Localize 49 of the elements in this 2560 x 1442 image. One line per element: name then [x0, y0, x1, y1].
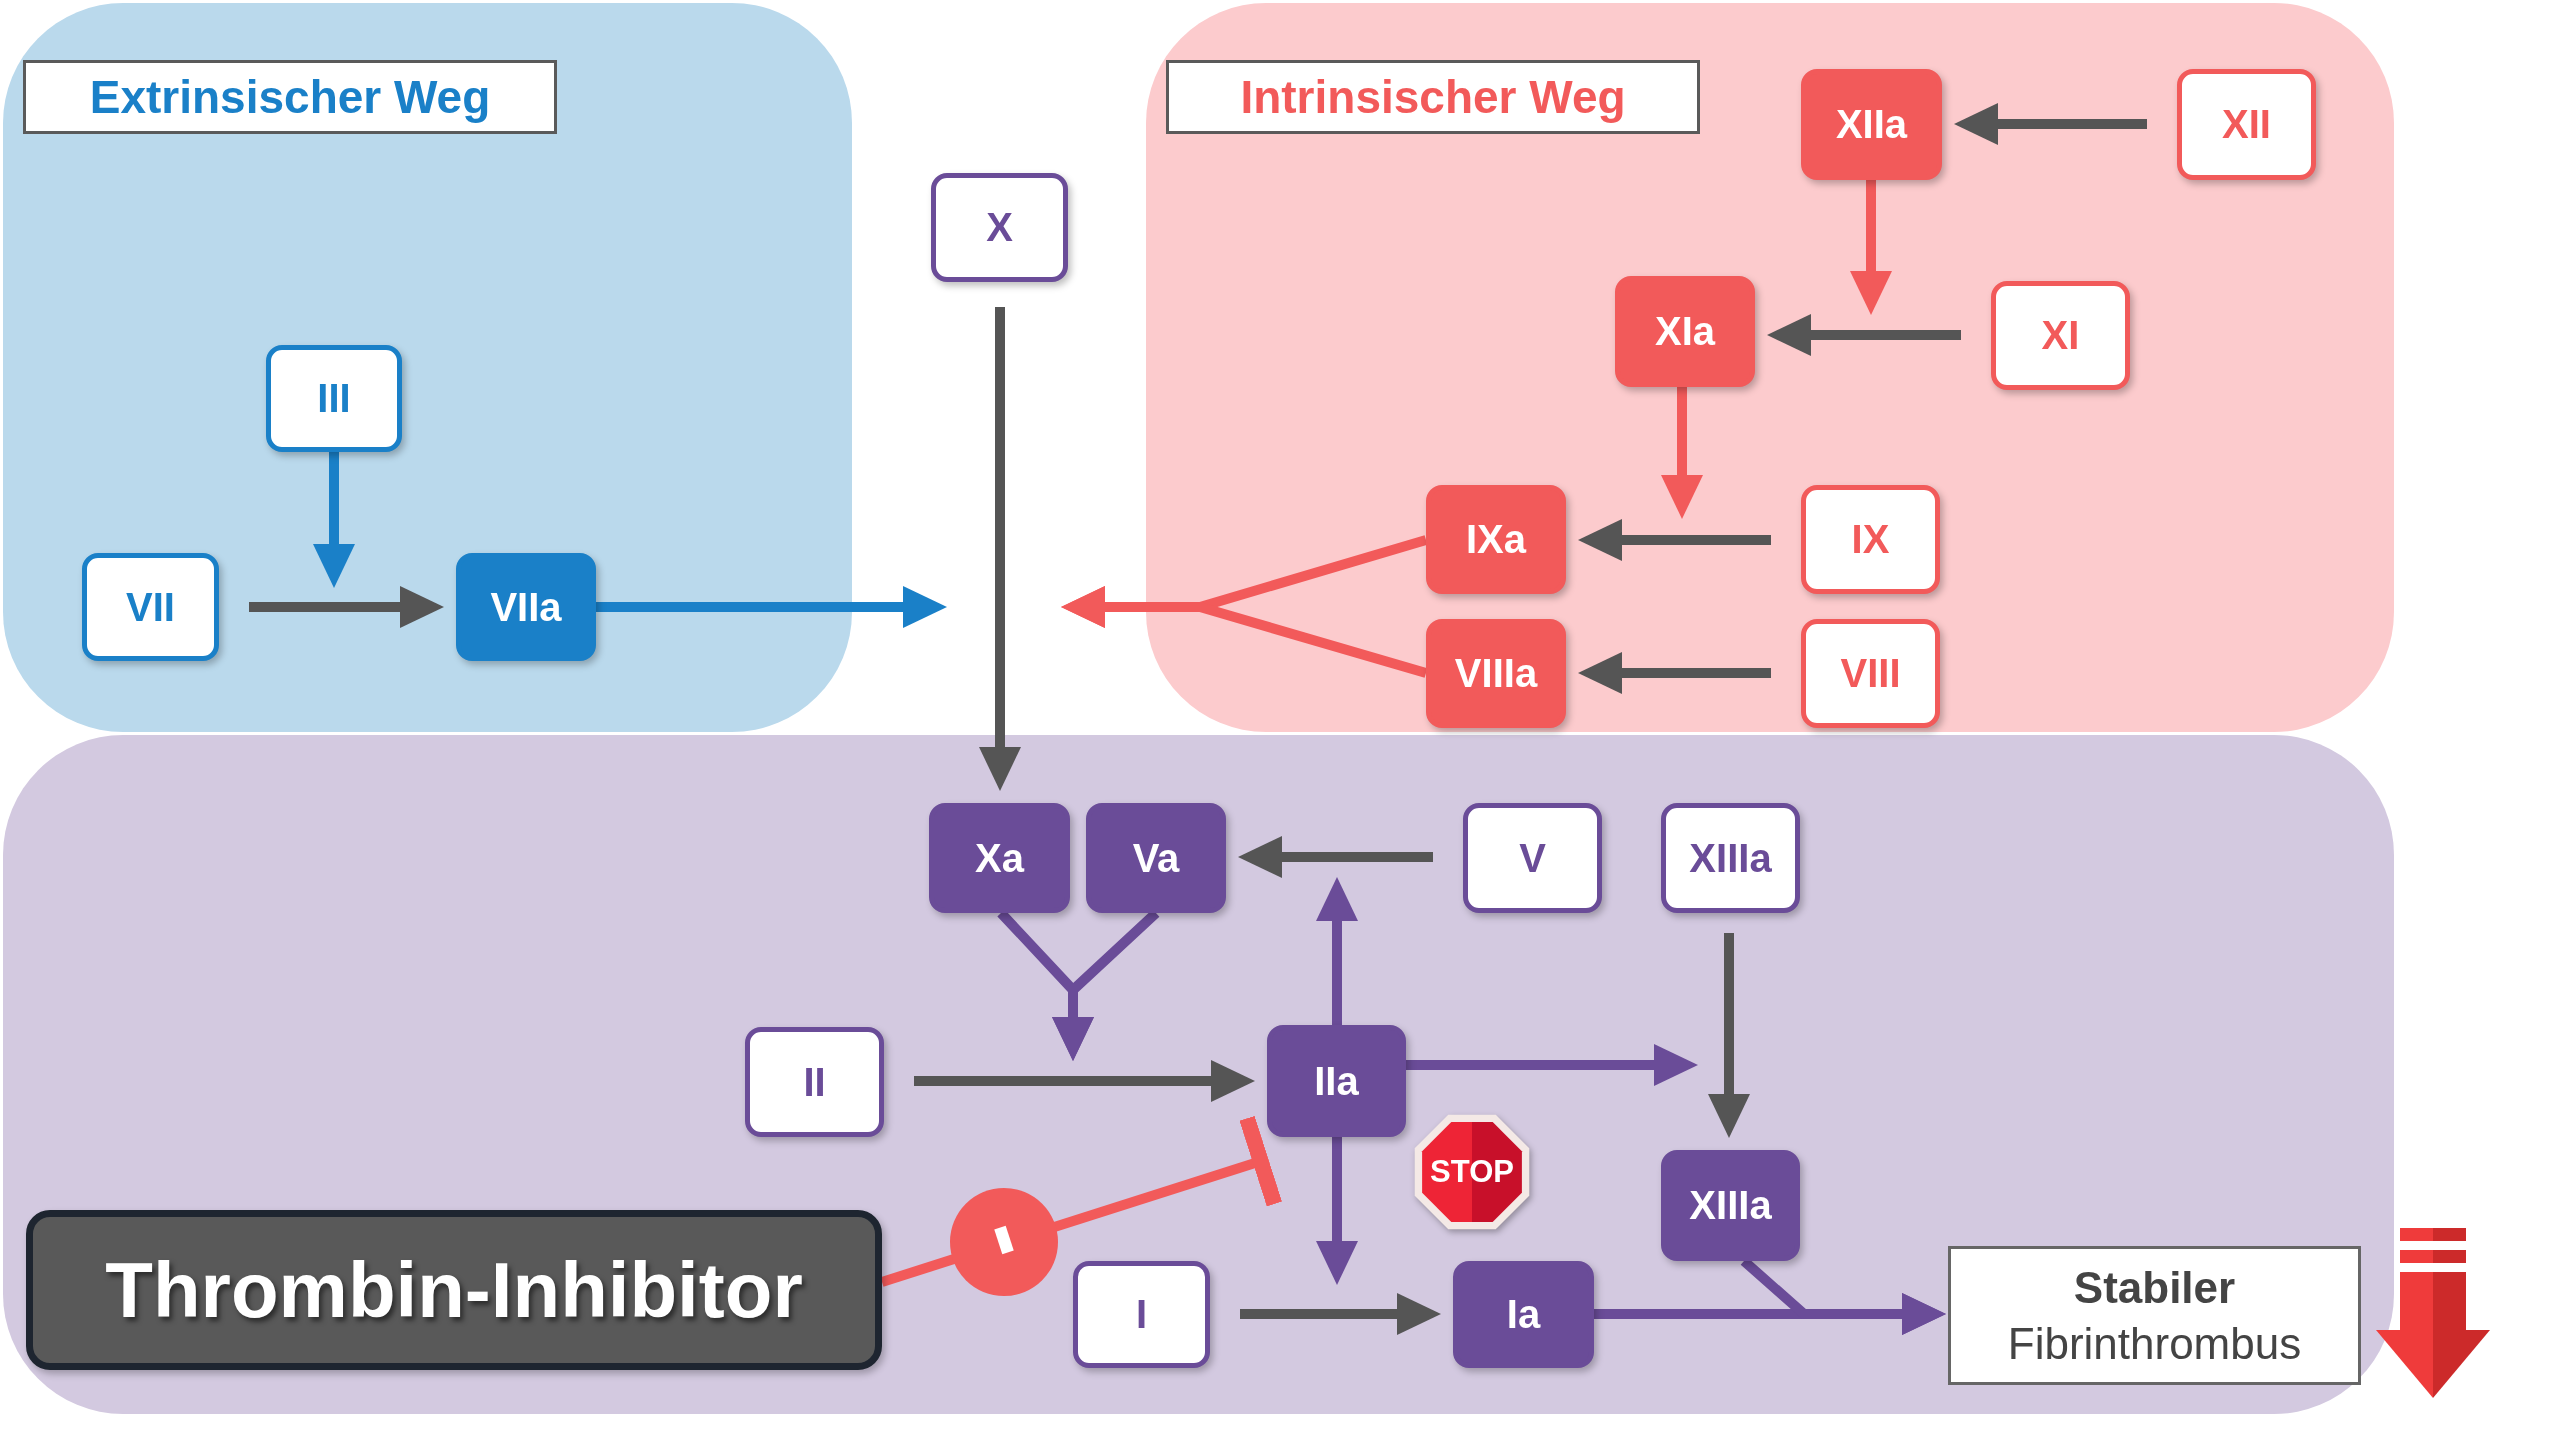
arrow	[979, 307, 1021, 791]
arrow	[596, 586, 947, 628]
drug-box: Thrombin-Inhibitor	[26, 1210, 882, 1370]
factor-box: XIIIa	[1661, 803, 1800, 913]
arrow	[1661, 387, 1703, 519]
factor-box: Ia	[1453, 1261, 1594, 1368]
factor-box: XIa	[1615, 276, 1755, 387]
pathway-panel	[1146, 3, 2394, 732]
arrow	[313, 452, 355, 588]
arrow	[249, 586, 444, 628]
factor-box: VIIa	[456, 553, 596, 661]
arrow	[1316, 877, 1358, 1025]
result-title: Stabiler	[2073, 1261, 2236, 1314]
factor-box: XI	[1991, 281, 2130, 390]
factor-box: V	[1463, 803, 1602, 913]
factor-box: XIIa	[1801, 69, 1942, 180]
factor-box: VIII	[1801, 619, 1940, 728]
arrow	[1767, 314, 1961, 356]
factor-box: VIIIa	[1426, 619, 1566, 728]
factor-box: II	[745, 1027, 884, 1137]
result-text: Fibrinthrombus	[2007, 1317, 2302, 1370]
factor-box: Xa	[929, 803, 1070, 913]
arrow	[1578, 519, 1771, 561]
arrow	[1850, 180, 1892, 315]
arrow	[914, 1060, 1255, 1102]
factor-box: XII	[2177, 69, 2316, 180]
factor-box: IX	[1801, 485, 1940, 594]
arrow	[1240, 1293, 1441, 1335]
factor-box: VII	[82, 553, 219, 661]
factor-box: I	[1073, 1261, 1210, 1368]
arrow	[1061, 586, 1428, 678]
factor-box: IXa	[1426, 485, 1566, 594]
panel-title: Extrinsischer Weg	[23, 60, 557, 134]
factor-box: III	[266, 345, 402, 452]
arrow	[1954, 103, 2147, 145]
panel-title: Intrinsischer Weg	[1166, 60, 1700, 134]
arrow	[1238, 836, 1433, 878]
result-box	[1948, 1246, 2361, 1385]
arrow	[1316, 1137, 1358, 1285]
stop-sign-text: STOP	[1429, 1153, 1515, 1191]
factor-box: X	[931, 173, 1068, 282]
arrow	[1406, 1044, 1698, 1086]
pathway-panel	[3, 3, 852, 732]
factor-box: IIa	[1267, 1025, 1406, 1137]
pathway-panel	[3, 735, 2394, 1414]
arrow	[1708, 933, 1750, 1138]
factor-box: Va	[1086, 803, 1226, 913]
arrow	[1578, 652, 1771, 694]
factor-box: XIIIa	[1661, 1150, 1800, 1261]
